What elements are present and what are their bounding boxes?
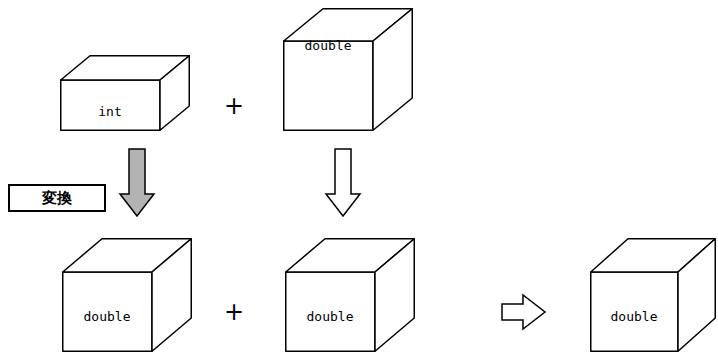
type-box: double xyxy=(285,238,415,352)
type-name: double xyxy=(62,309,152,324)
type-box: double xyxy=(590,238,716,352)
type-box: double xyxy=(283,8,413,131)
conversion-tag: 変換 xyxy=(8,184,106,212)
type-name: int xyxy=(60,104,160,119)
block-arrow xyxy=(326,149,360,216)
cube-outline xyxy=(60,55,190,131)
cube-outline xyxy=(62,238,192,352)
block-arrow xyxy=(502,295,545,329)
type-name: double xyxy=(590,309,678,324)
cube-outline xyxy=(285,238,415,352)
type-box: double xyxy=(62,238,192,352)
plus-sign: + xyxy=(224,298,244,326)
cube-outline xyxy=(590,238,716,352)
tag-text: 変換 xyxy=(10,186,104,210)
type-name: double xyxy=(285,309,375,324)
type-box: int xyxy=(60,55,190,131)
block-arrow xyxy=(120,149,154,216)
type-name: double xyxy=(283,38,373,53)
cube-outline xyxy=(283,8,413,131)
plus-sign: + xyxy=(224,92,244,120)
